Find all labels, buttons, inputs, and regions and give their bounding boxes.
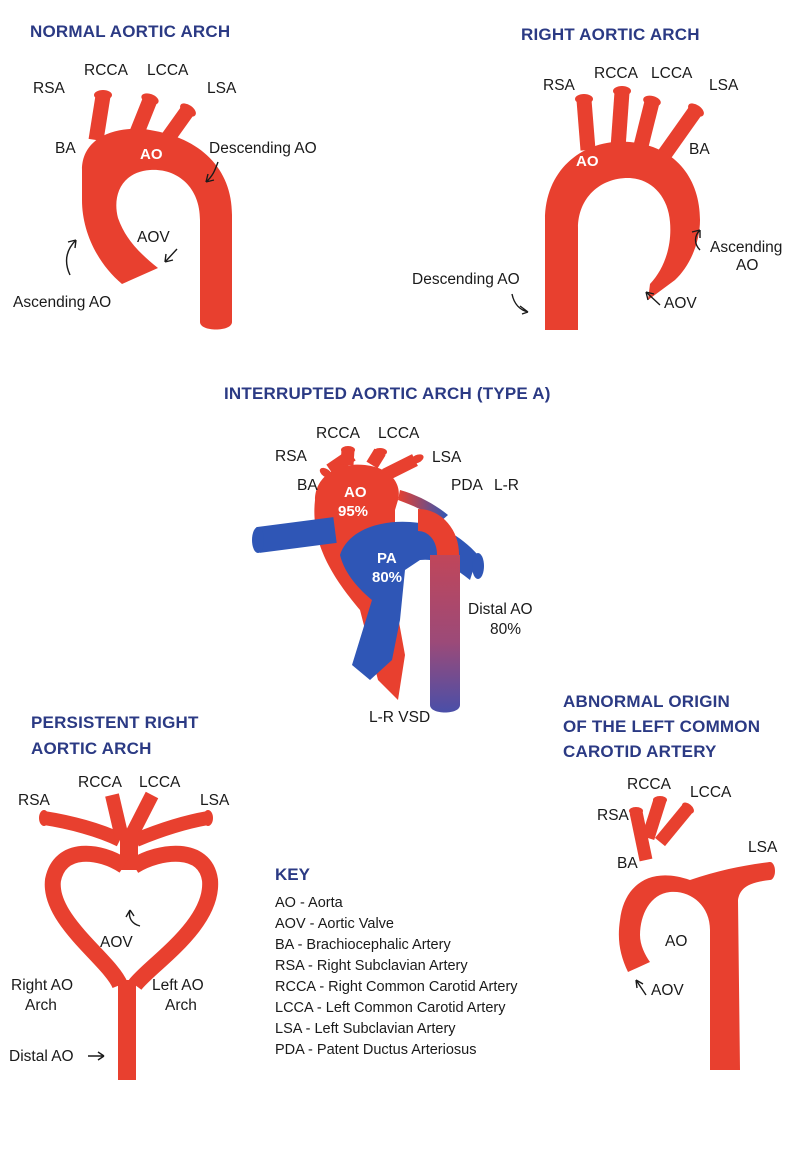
persistent-title-line1: PERSISTENT RIGHT: [31, 713, 199, 732]
right-label-descending: Descending AO: [412, 271, 520, 288]
normal-label-lsa: LSA: [207, 80, 237, 97]
key-item: LSA - Left Subclavian Artery: [275, 1021, 456, 1037]
persistent-right-arch-panel: PERSISTENT RIGHT AORTIC ARCH RCCA LCCA R…: [9, 713, 230, 1080]
normal-label-ba: BA: [55, 140, 76, 157]
abnormal-label-ao: AO: [665, 933, 687, 950]
abnormal-title-line1: ABNORMAL ORIGIN: [563, 692, 730, 711]
normal-arch-title: NORMAL AORTIC ARCH: [30, 22, 230, 41]
persistent-label-aov: AOV: [100, 934, 133, 951]
abnormal-arch-body: [618, 862, 770, 1070]
right-label-ao: AO: [576, 153, 599, 170]
persistent-distal-arrow: [88, 1051, 105, 1061]
interrupted-label-distal-2: 80%: [490, 621, 521, 638]
interrupted-label-lsa: LSA: [432, 449, 462, 466]
right-label-ascending-1: Ascending: [710, 239, 782, 256]
persistent-label-rcca: RCCA: [78, 774, 123, 791]
interrupted-label-ao-pct: 95%: [338, 503, 368, 520]
interrupted-label-rsa: RSA: [275, 448, 308, 465]
interrupted-label-distal-1: Distal AO: [468, 601, 533, 618]
interrupted-label-ao: AO: [344, 484, 367, 501]
abnormal-label-rsa: RSA: [597, 807, 630, 824]
normal-ascending-arrow: [65, 239, 77, 276]
persistent-label-lsa: LSA: [200, 792, 230, 809]
right-aortic-arch-panel: RIGHT AORTIC ARCH RSA RCCA LCCA LSA BA A…: [412, 25, 782, 330]
key-item: AO - Aorta: [275, 895, 344, 911]
interrupted-aortic-arch-panel: INTERRUPTED AORTIC ARCH (TYPE A): [224, 384, 551, 726]
interrupted-arch-title: INTERRUPTED AORTIC ARCH (TYPE A): [224, 384, 551, 403]
interrupted-label-rcca: RCCA: [316, 425, 361, 442]
persistent-label-right-2: Arch: [25, 997, 57, 1014]
right-arch-title: RIGHT AORTIC ARCH: [521, 25, 700, 44]
key-title: KEY: [275, 865, 311, 884]
key-item: PDA - Patent Ductus Arteriosus: [275, 1042, 476, 1058]
abnormal-origin-panel: ABNORMAL ORIGIN OF THE LEFT COMMON CAROT…: [563, 692, 778, 1070]
abnormal-label-aov: AOV: [651, 982, 684, 999]
interrupted-label-pa: PA: [377, 550, 397, 567]
key-item: BA - Brachiocephalic Artery: [275, 937, 451, 953]
interrupted-label-vsd: L-R VSD: [369, 709, 430, 726]
abnormal-aov-arrow: [635, 979, 647, 996]
normal-label-aov: AOV: [137, 229, 170, 246]
normal-label-ao: AO: [140, 146, 163, 163]
interrupted-label-pa-pct: 80%: [372, 569, 402, 586]
persistent-label-distal: Distal AO: [9, 1048, 74, 1065]
normal-rsa-branch: [88, 94, 111, 142]
persistent-aov-arrow: [125, 909, 141, 927]
persistent-title-line2: AORTIC ARCH: [31, 739, 152, 758]
interrupted-distal-ao: [430, 555, 460, 713]
persistent-left-arch: [128, 845, 219, 991]
abnormal-title-line2: OF THE LEFT COMMON: [563, 717, 760, 736]
right-label-ascending-2: AO: [736, 257, 758, 274]
abnormal-arch-vessel: [618, 796, 775, 1070]
persistent-label-left-2: Arch: [165, 997, 197, 1014]
key-legend: KEY AO - Aorta AOV - Aortic Valve BA - B…: [275, 865, 518, 1058]
key-item: RSA - Right Subclavian Artery: [275, 958, 468, 974]
persistent-label-lcca: LCCA: [139, 774, 181, 791]
interrupted-label-lr: L-R: [494, 477, 519, 494]
right-arch-body: [545, 141, 700, 330]
normal-label-rcca: RCCA: [84, 62, 129, 79]
normal-label-descending: Descending AO: [209, 140, 317, 157]
interrupted-vein-left: [256, 517, 337, 553]
right-label-rcca: RCCA: [594, 65, 639, 82]
interrupted-arch-vessels: [252, 446, 484, 713]
persistent-label-right-1: Right AO: [11, 977, 73, 994]
normal-label-lcca: LCCA: [147, 62, 189, 79]
normal-aortic-arch-panel: NORMAL AORTIC ARCH RSA RCCA LCCA LSA BA …: [13, 22, 317, 330]
normal-aov-arrow: [164, 248, 178, 263]
abnormal-label-lcca: LCCA: [690, 784, 732, 801]
persistent-arch-vessels: [39, 791, 219, 1080]
persistent-right-arch: [44, 845, 129, 989]
interrupted-label-pda: PDA: [451, 477, 484, 494]
key-item: AOV - Aortic Valve: [275, 916, 394, 932]
normal-arch-vessel: [82, 90, 232, 330]
interrupted-label-ba: BA: [297, 477, 318, 494]
right-aov-arrow: [645, 291, 661, 306]
right-label-aov: AOV: [664, 295, 697, 312]
normal-label-ascending: Ascending AO: [13, 294, 111, 311]
right-label-ba: BA: [689, 141, 710, 158]
abnormal-label-ba: BA: [617, 855, 638, 872]
right-descending-arrow: [511, 293, 529, 315]
normal-arch-body: [82, 128, 232, 330]
right-label-lsa: LSA: [709, 77, 739, 94]
abnormal-label-rcca: RCCA: [627, 776, 672, 793]
right-label-rsa: RSA: [543, 77, 576, 94]
key-item: LCCA - Left Common Carotid Artery: [275, 1000, 506, 1016]
persistent-label-rsa: RSA: [18, 792, 51, 809]
right-arch-vessel: [545, 86, 704, 330]
abnormal-label-lsa: LSA: [748, 839, 778, 856]
interrupted-label-lcca: LCCA: [378, 425, 420, 442]
right-label-lcca: LCCA: [651, 65, 693, 82]
normal-label-rsa: RSA: [33, 80, 66, 97]
right-ascending-arrow: [691, 229, 701, 251]
abnormal-title-line3: CAROTID ARTERY: [563, 742, 717, 761]
persistent-label-left-1: Left AO: [152, 977, 204, 994]
normal-descending-arrow: [205, 161, 219, 183]
key-item: RCCA - Right Common Carotid Artery: [275, 979, 518, 995]
